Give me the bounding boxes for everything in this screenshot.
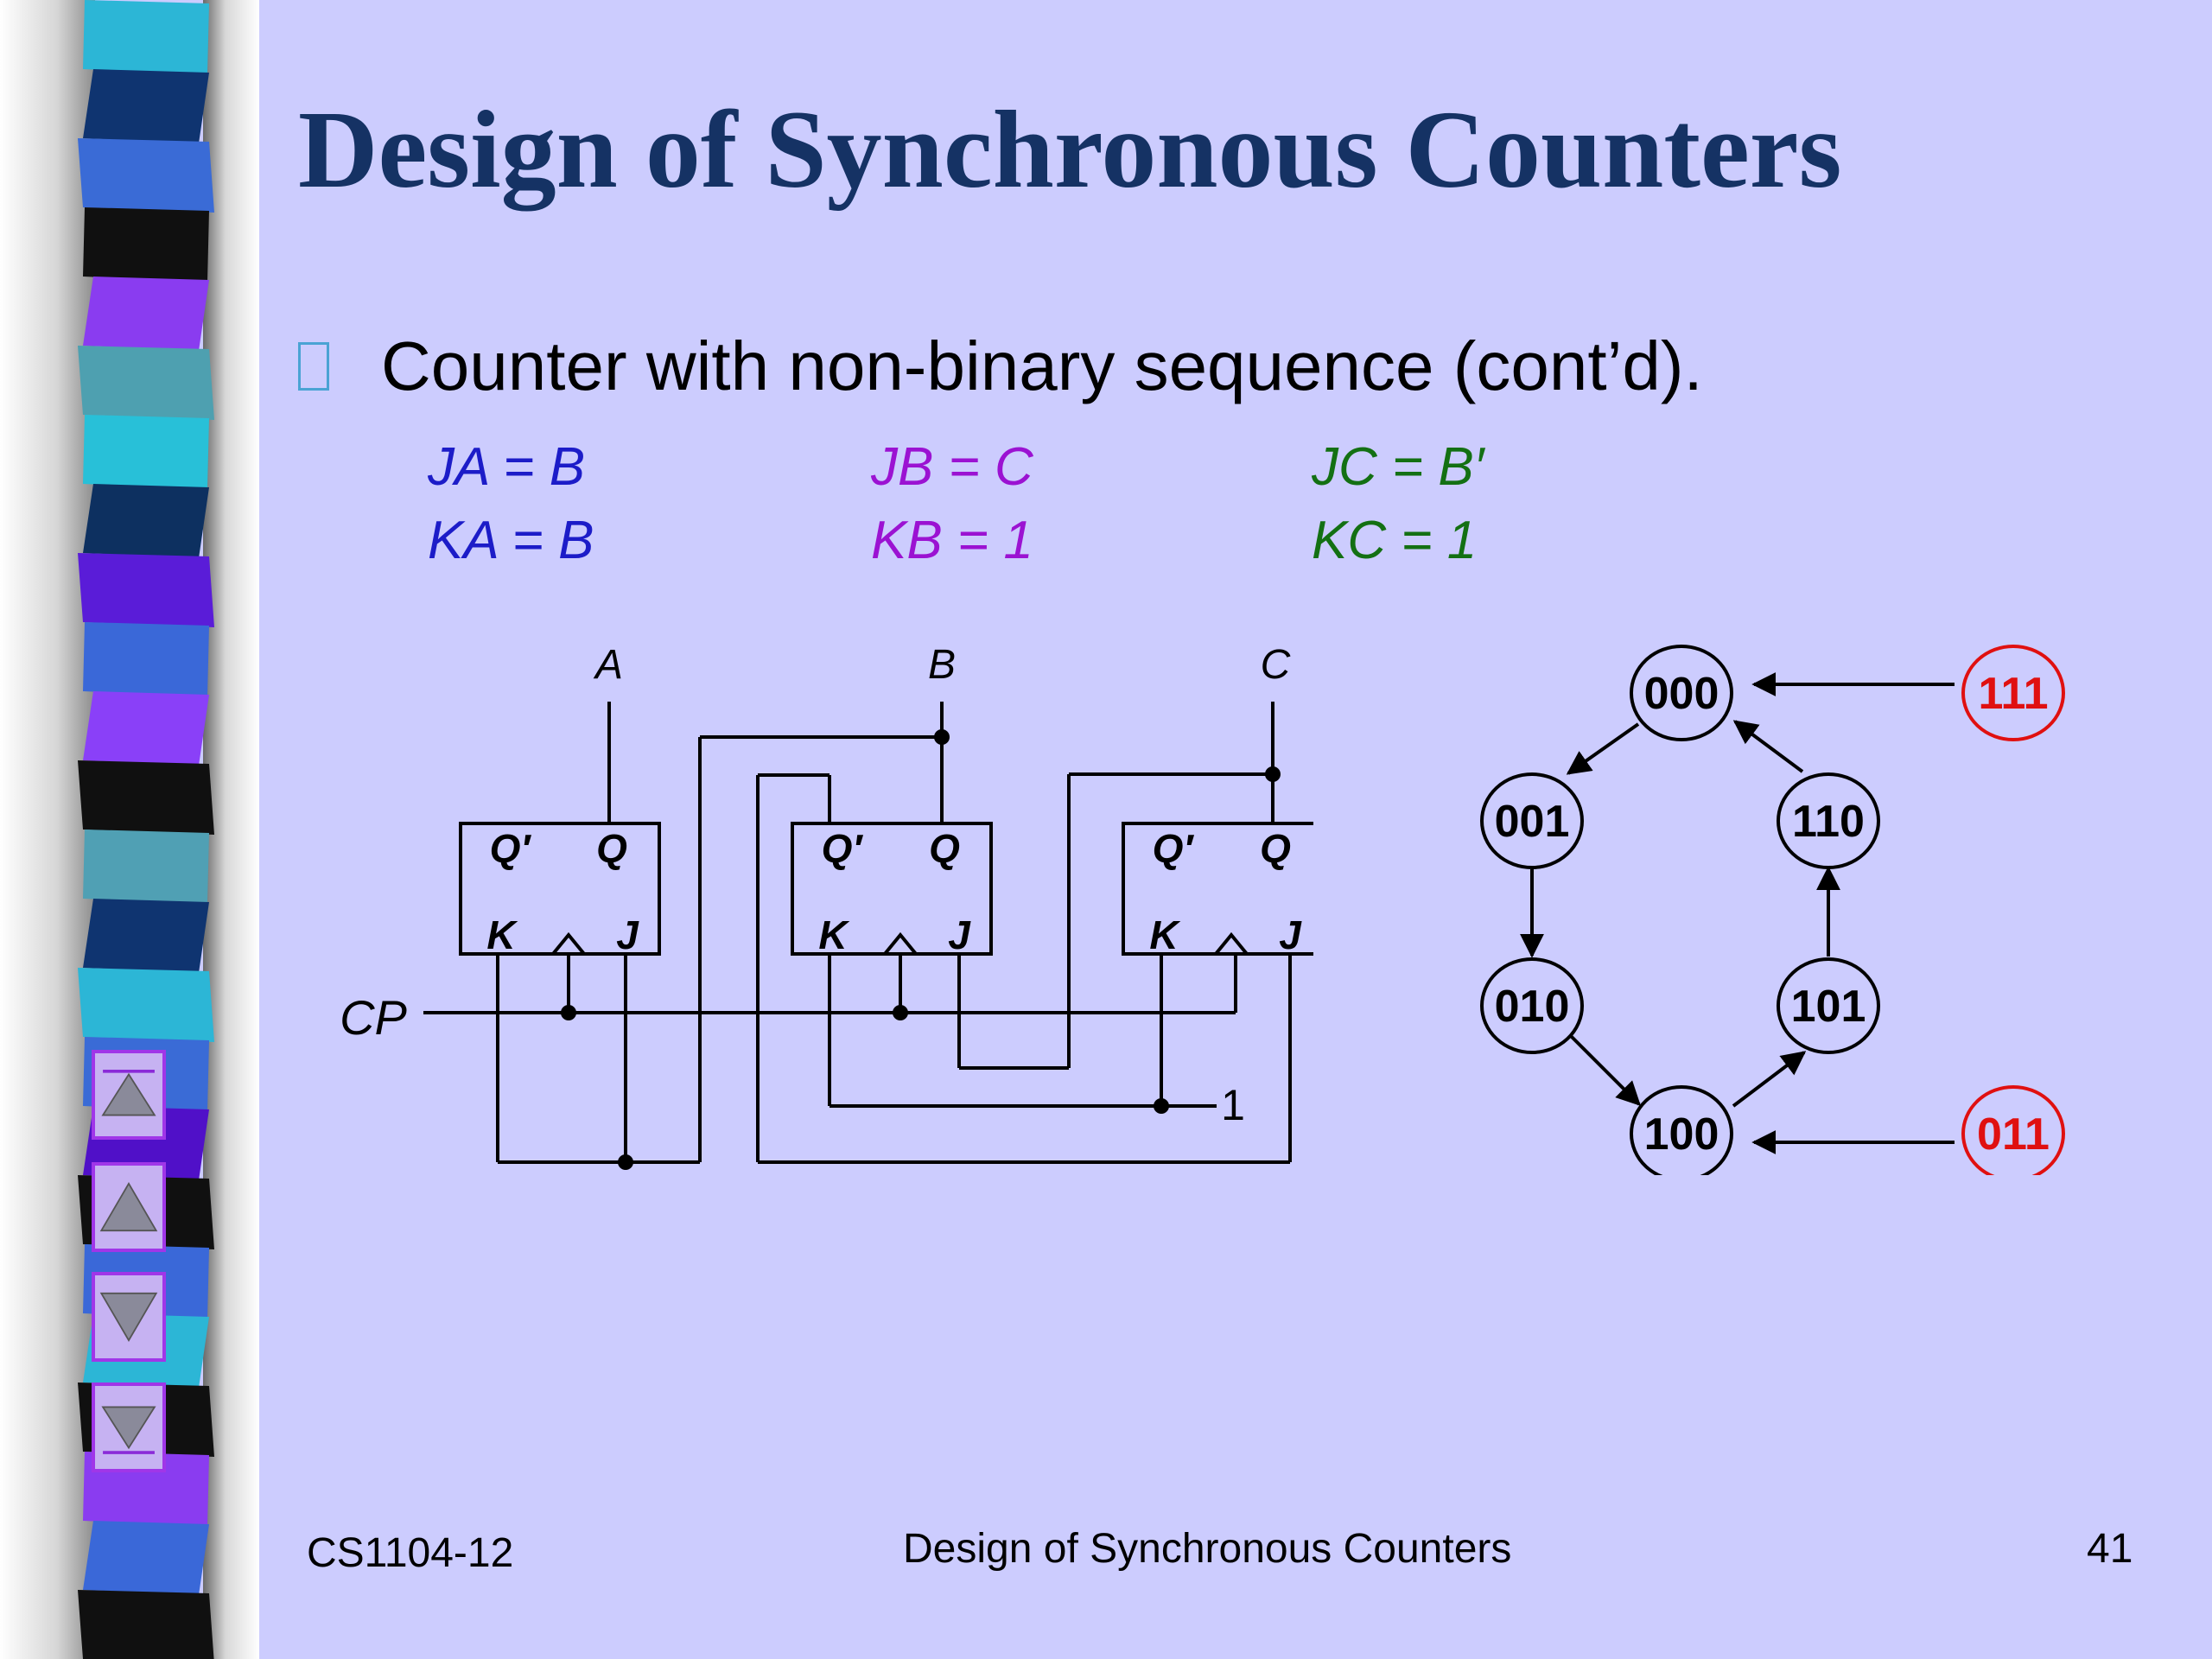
output-a-label: A (593, 642, 623, 688)
state-110-circle (1777, 772, 1880, 869)
previous-slide-icon (99, 1181, 158, 1232)
page-number: 41 (2087, 1526, 2133, 1572)
state-diagram: 000 001 010 100 101 110 111 011 (1480, 645, 2065, 1175)
slide-title: Design of Synchronous Counters (298, 88, 1842, 211)
ff-a-j-label: J (616, 912, 639, 957)
state-110-label: 110 (1792, 797, 1865, 847)
bullet-item: Counter with non-binary sequence (cont’d… (298, 327, 1703, 406)
sidebar-stripe (83, 830, 209, 904)
ff-b-q-label: Q (929, 826, 960, 871)
ff-a-qbar-label: Q′ (490, 826, 532, 871)
state-101-circle (1777, 957, 1880, 1054)
unused-state-111-label: 111 (1978, 669, 2048, 719)
sidebar-stripe (78, 346, 214, 420)
state-010-label: 010 (1495, 982, 1570, 1032)
ff-a-k-label: K (486, 912, 518, 957)
bullet-text: Counter with non-binary sequence (cont’d… (381, 327, 1703, 404)
state-010-circle (1480, 957, 1584, 1054)
state-100-label: 100 (1644, 1109, 1719, 1160)
sidebar-stripe (83, 1521, 209, 1595)
ff-c-qbar-label: Q′ (1153, 826, 1195, 871)
bullet-box-icon (298, 342, 329, 391)
state-100-circle (1630, 1085, 1733, 1175)
sidebar-stripe (83, 484, 209, 558)
first-slide-button[interactable] (92, 1050, 166, 1140)
clock-label: CP (340, 990, 407, 1045)
unused-state-011-circle (1961, 1085, 2065, 1175)
ff-c-k-label: K (1149, 912, 1180, 957)
sidebar-stripe (83, 691, 209, 766)
output-c-label: C (1261, 642, 1291, 688)
sidebar-stripe (83, 622, 209, 696)
sidebar-stripe (83, 0, 209, 74)
ff-c-q-label: Q (1260, 826, 1291, 871)
sidebar-stripe (78, 760, 214, 835)
ff-c-j-label: J (1279, 912, 1302, 957)
sidebar-stripe (78, 968, 214, 1042)
last-slide-button[interactable] (92, 1382, 166, 1472)
state-001-label: 001 (1495, 797, 1570, 847)
output-b-label: B (928, 642, 956, 688)
sidebar-stripe (83, 415, 209, 489)
sidebar-stripe (83, 899, 209, 973)
ff-b-qbar-label: Q′ (822, 826, 864, 871)
last-slide-icon (101, 1406, 156, 1454)
footer-course-code: CS1104-12 (307, 1530, 514, 1576)
sidebar-stripe (78, 138, 214, 213)
unused-state-011-label: 011 (1977, 1109, 2050, 1160)
previous-slide-button[interactable] (92, 1162, 166, 1252)
state-001-circle (1480, 772, 1584, 869)
constant-one-label: 1 (1221, 1081, 1245, 1129)
first-slide-icon (101, 1069, 156, 1116)
state-000-circle (1630, 645, 1733, 741)
next-slide-icon (99, 1292, 158, 1343)
sidebar-stripe (78, 553, 214, 627)
equation-jb: JB = C (871, 437, 1033, 497)
sidebar-stripe (83, 69, 209, 143)
counter-circuit-diagram: Q′ Q K J Q′ Q K J Q′ Q K J A B C CP 1 (340, 642, 1313, 1170)
equation-kc: KC = 1 (1312, 511, 1478, 570)
equation-ja: JA = B (428, 437, 586, 497)
equation-kb: KB = 1 (871, 511, 1033, 570)
equation-jc: JC = B′ (1312, 437, 1484, 497)
footer-title: Design of Synchronous Counters (903, 1526, 1512, 1572)
state-101-label: 101 (1791, 982, 1866, 1032)
ff-b-j-label: J (948, 912, 971, 957)
equation-ka: KA = B (428, 511, 594, 570)
next-slide-button[interactable] (92, 1272, 166, 1362)
sidebar-stripe (83, 207, 209, 282)
state-000-label: 000 (1644, 669, 1719, 719)
ff-b-k-label: K (818, 912, 849, 957)
ff-a-q-label: Q (596, 826, 627, 871)
sidebar-stripe (83, 276, 209, 351)
sidebar-stripe (78, 1590, 214, 1659)
unused-state-111-circle (1961, 645, 2065, 741)
